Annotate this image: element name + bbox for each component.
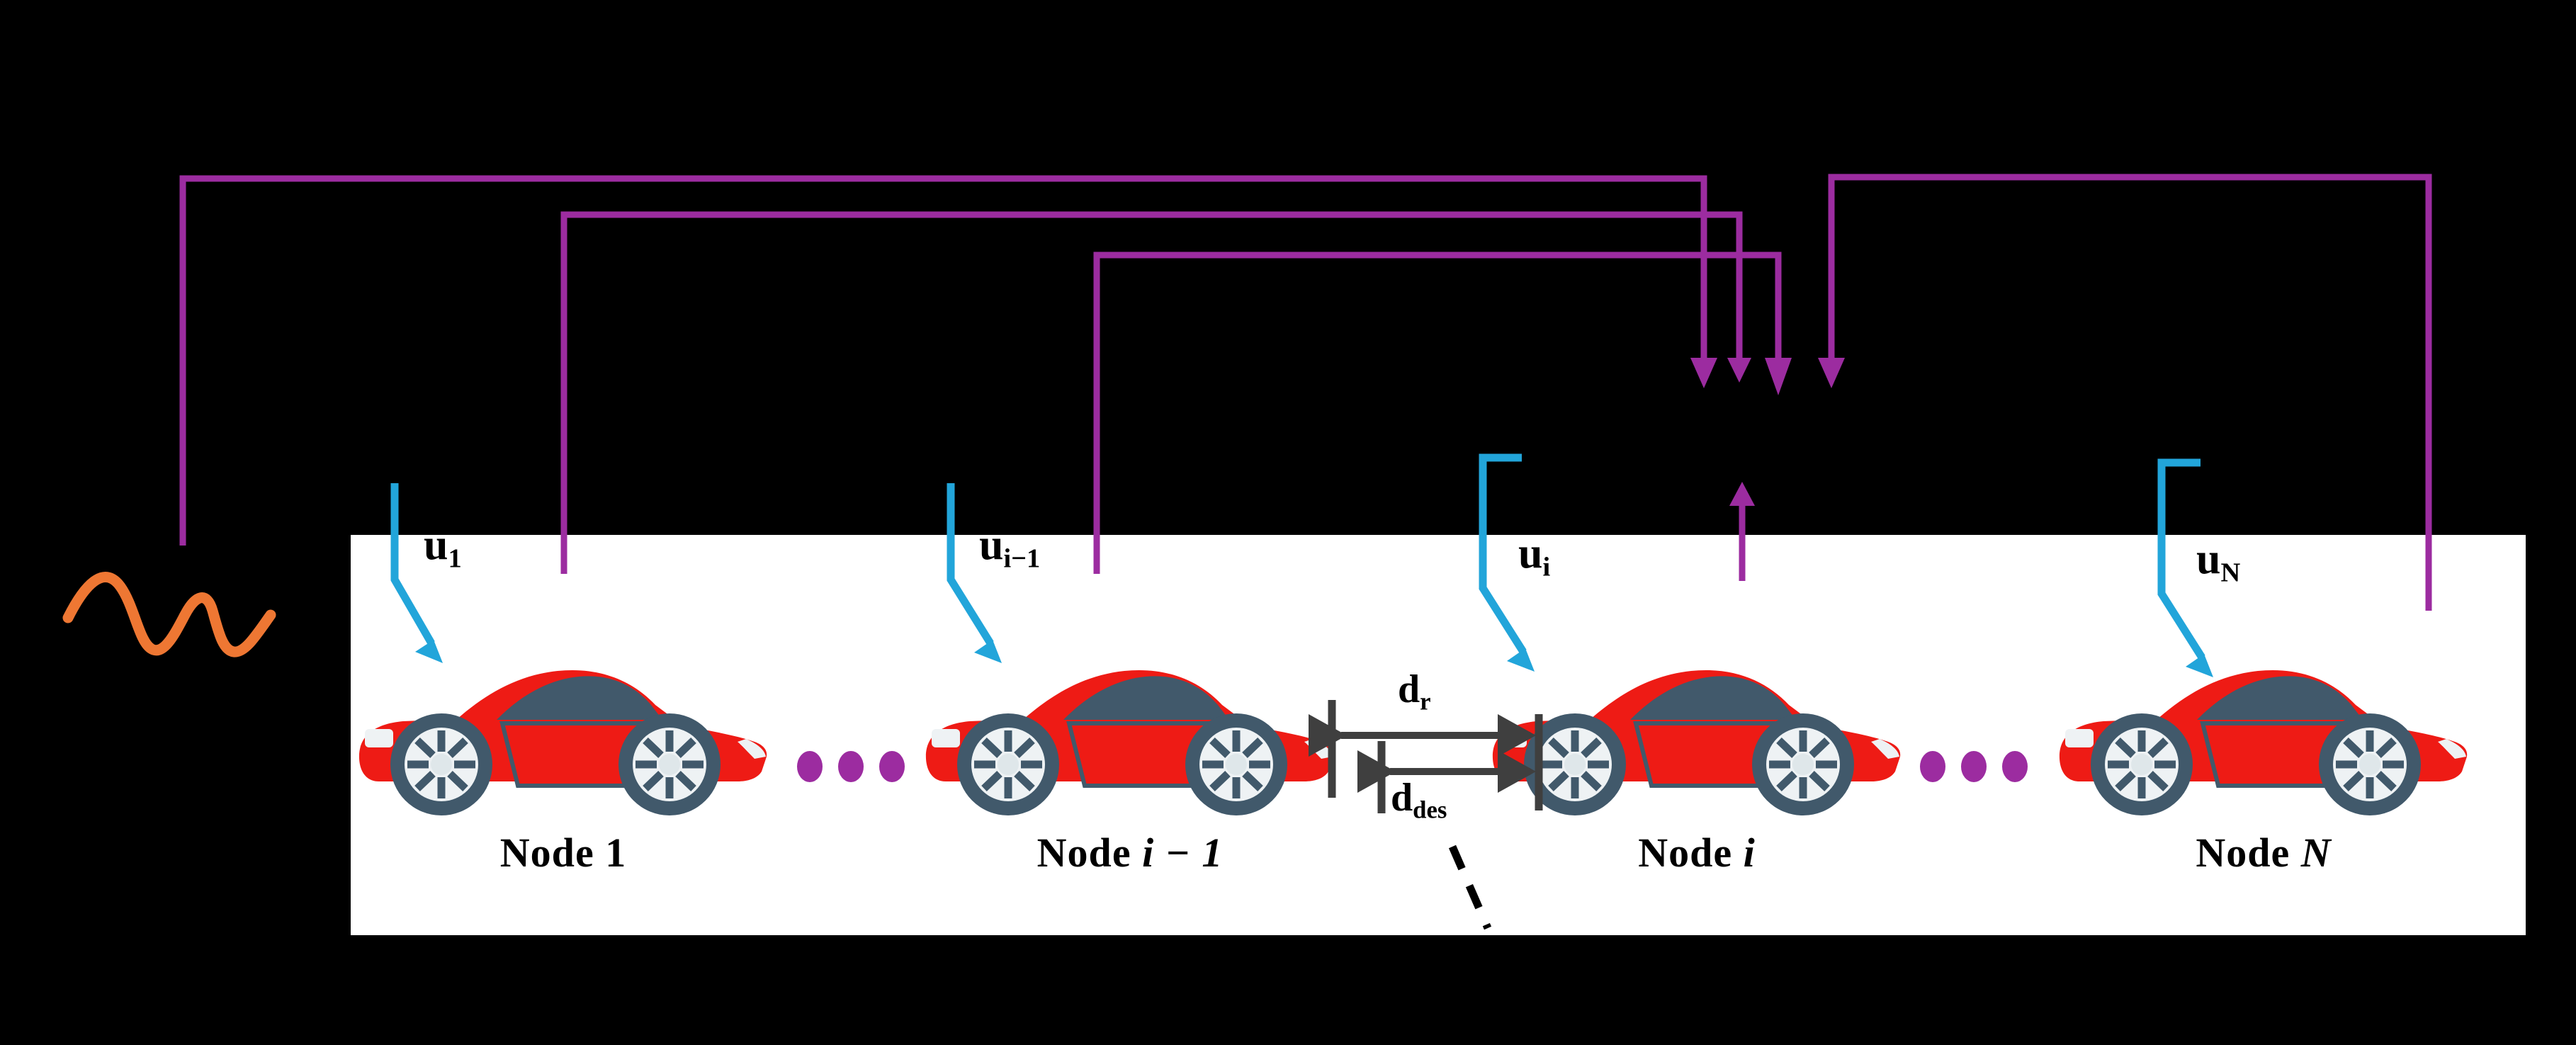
disturbance-waveform-icon <box>62 572 276 657</box>
feedback-route-node-i-minus-1 <box>560 211 1751 574</box>
ellipsis-between-node1-and-nodei-1 <box>797 751 905 782</box>
feedback-route-node-i <box>1093 252 1792 574</box>
input-label-u1: u1 <box>424 521 462 574</box>
car-icon <box>358 670 767 815</box>
dot <box>838 751 864 782</box>
dot <box>1920 751 1945 782</box>
car-icon <box>2059 670 2468 815</box>
platoon-panel: Node 1 <box>351 535 2526 935</box>
node-label-1: Node 1 <box>499 830 627 876</box>
node-cell-1: Node 1 <box>351 535 776 935</box>
node-label-i: Node i <box>1638 830 1756 876</box>
dot <box>879 751 905 782</box>
input-label-uN: uN <box>2196 535 2241 588</box>
dot <box>797 751 823 782</box>
dimension-label-dr: dr <box>1398 667 1431 716</box>
input-label-ui: ui <box>1518 529 1551 582</box>
car-icon <box>1492 670 1901 815</box>
node-cell-i: Node i <box>1484 535 1909 935</box>
node-cell-i-minus-1: Node i − 1 <box>917 535 1343 935</box>
feedback-route-node-1 <box>179 175 1717 546</box>
dot <box>2002 751 2028 782</box>
node-label-N: Node N <box>2196 830 2332 876</box>
ellipsis-between-nodei-and-nodeN <box>1920 751 2028 782</box>
dot <box>1961 751 1987 782</box>
input-label-ui-minus-1: ui−1 <box>979 521 1041 574</box>
car-icon <box>925 670 1334 815</box>
node-label-i-minus-1: Node i − 1 <box>1036 830 1224 876</box>
node-cell-N: Node N <box>2051 535 2476 935</box>
dimension-label-ddes: ddes <box>1391 776 1447 824</box>
